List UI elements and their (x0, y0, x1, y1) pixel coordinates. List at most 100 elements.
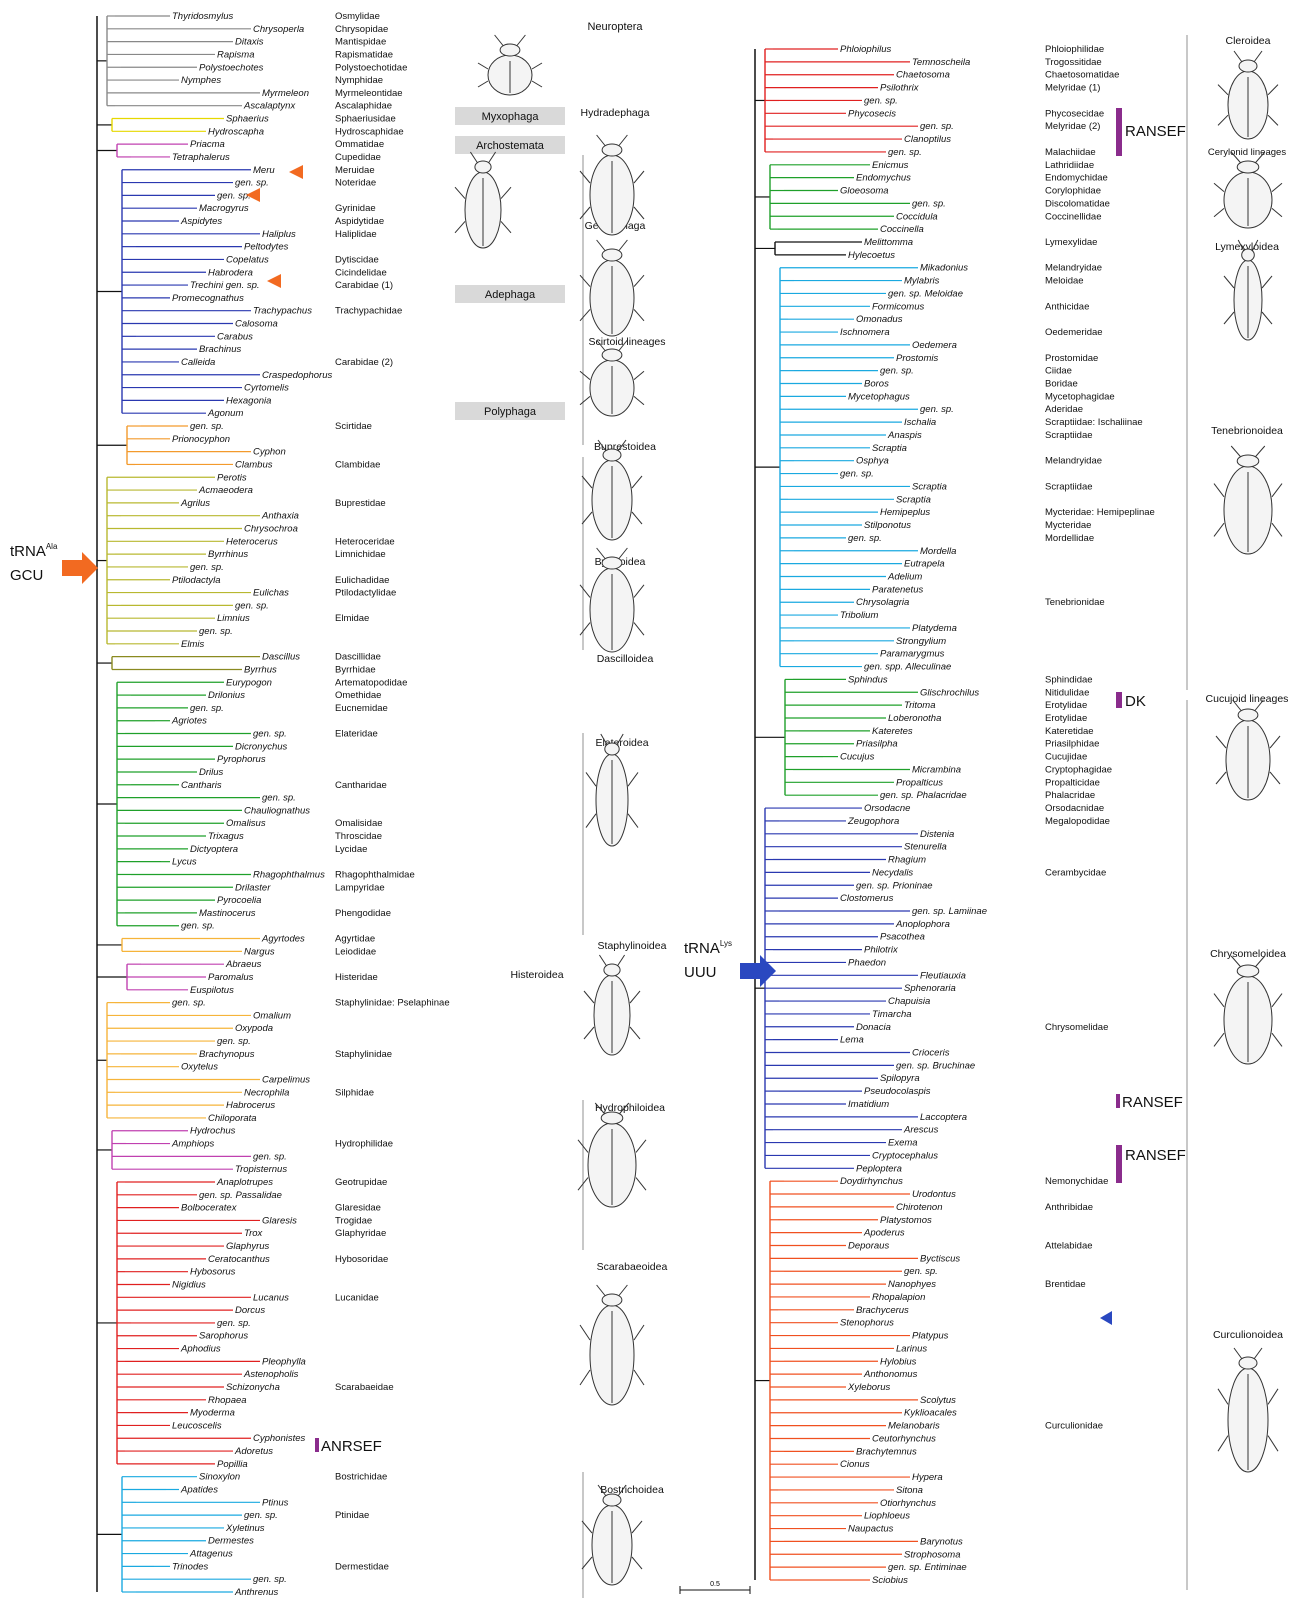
right-taxon: Urodontus (912, 1189, 956, 1200)
left-taxon: Omalium (253, 1010, 291, 1021)
right-family: Scraptiidae (1045, 481, 1093, 492)
left-taxon: gen. sp. Passalidae (199, 1190, 282, 1201)
left-taxon: Ceratocanthus (208, 1254, 270, 1265)
left-taxon: Chiloporata (208, 1113, 257, 1124)
right-taxon: Phloiophilus (840, 44, 891, 55)
left-taxon: gen. sp. (262, 793, 296, 804)
right-taxon: Larinus (896, 1343, 927, 1354)
right-family: Tenebrionidae (1045, 597, 1105, 608)
left-family: Histeridae (335, 972, 378, 983)
left-taxon: Bolboceratex (181, 1203, 238, 1214)
right-taxon: Peploptera (856, 1163, 902, 1174)
left-taxon: gen. sp. (190, 562, 224, 573)
left-taxon: Priacma (190, 139, 225, 150)
left-family: Staphylinidae: Pselaphinae (335, 998, 450, 1009)
right-taxon: Doydirhynchus (840, 1176, 903, 1187)
right-taxon: Platydema (912, 623, 957, 634)
right-family: Melandryidae (1045, 263, 1102, 274)
left-taxon: gen. sp. (244, 1510, 278, 1521)
left-taxon: Clambus (235, 459, 273, 470)
left-family: Glaphyridae (335, 1228, 386, 1239)
left-taxon: Anaplotrupes (216, 1177, 273, 1188)
left-family: Lucanidae (335, 1292, 379, 1303)
trna-ala-marker: tRNAAla GCU (10, 542, 98, 584)
left-family: Ptinidae (335, 1510, 369, 1521)
left-taxon: Tropisternus (235, 1164, 287, 1175)
right-taxon: Donacia (856, 1022, 891, 1033)
right-taxon: Crioceris (912, 1048, 950, 1059)
left-family: Bostrichidae (335, 1472, 387, 1483)
superfamily-scirtoid: Scirtoid lineages (588, 336, 665, 348)
right-taxon: Otiorhynchus (880, 1498, 936, 1509)
beetle-drawing (579, 1284, 645, 1406)
right-taxon: Nanophyes (888, 1279, 936, 1290)
beetle-drawing (579, 547, 645, 653)
beetle-drawing (477, 34, 543, 96)
left-taxon: Calleida (181, 357, 215, 368)
right-taxon: Necydalis (872, 867, 913, 878)
right-taxon: Cucujus (840, 752, 875, 763)
beetle-drawing (1217, 1347, 1279, 1473)
left-taxon: Habrocerus (226, 1100, 275, 1111)
left-taxon: Necrophila (244, 1087, 289, 1098)
right-taxon: Eutrapela (904, 559, 945, 570)
left-taxon: Agyrtodes (261, 934, 305, 945)
right-family: Meloidae (1045, 276, 1084, 287)
right-taxon: Temnoscheila (912, 57, 970, 68)
left-taxon: Nigidius (172, 1279, 206, 1290)
left-taxon: Ditaxis (235, 37, 264, 48)
beetle-drawing (581, 1484, 643, 1586)
left-superfamilies: Neuroptera Hydradephaga Geadephaga Scirt… (510, 21, 667, 1496)
right-taxon: Brachytemnus (856, 1446, 917, 1457)
left-family: Clambidae (335, 459, 380, 470)
left-taxon: Eurypogon (226, 677, 272, 688)
right-family: Propalticidae (1045, 777, 1100, 788)
right-taxon: gen. sp. Meloidae (888, 288, 963, 299)
beetle-drawing (1215, 699, 1281, 801)
beetle-drawing (577, 1102, 647, 1208)
left-taxon: Limnius (217, 613, 250, 624)
right-taxon: gen. sp. (920, 404, 954, 415)
right-taxon: Phycosecis (848, 108, 896, 119)
right-taxon: Ischalia (904, 417, 936, 428)
left-family: Omalisidae (335, 818, 383, 829)
right-family: Anthicidae (1045, 301, 1089, 312)
left-taxon: Prionocyphon (172, 434, 230, 445)
right-taxon: Formicomus (872, 301, 925, 312)
left-taxon: Brachynopus (199, 1049, 255, 1060)
left-taxon: Ascalaptynx (243, 101, 296, 112)
suborder-polyphaga: Polyphaga (484, 406, 537, 418)
right-family: Ciidae (1045, 366, 1072, 377)
left-taxon: Dermestes (208, 1536, 254, 1547)
left-taxon: Schizonycha (226, 1382, 280, 1393)
left-taxon: Pyrocoelia (217, 895, 261, 906)
left-taxon: Nargus (244, 946, 275, 957)
right-family: Brentidae (1045, 1279, 1086, 1290)
arrow-right-icon (740, 955, 776, 987)
left-family: Glaresidae (335, 1203, 381, 1214)
left-family: Nymphidae (335, 75, 383, 86)
right-taxon: Orsodacne (864, 803, 910, 814)
right-taxon: Arescus (903, 1125, 939, 1136)
left-taxon: Chrysoperla (253, 24, 304, 35)
left-family: Myrmeleontidae (335, 88, 403, 99)
right-taxon: Ischnomera (840, 327, 890, 338)
left-family: Trogidae (335, 1215, 372, 1226)
left-family: Haliplidae (335, 229, 377, 240)
right-family: Prostomidae (1045, 353, 1098, 364)
trna-ala-code: GCU (10, 567, 43, 584)
right-taxon: Anaspis (887, 430, 922, 441)
left-family: Polystoechotidae (335, 62, 407, 73)
right-taxon: Lema (840, 1035, 864, 1046)
right-taxon: Phaedon (848, 957, 886, 968)
superfamily-separators (582, 35, 1188, 1598)
scale-bar: 0.5 (679, 1581, 751, 1594)
right-taxon: gen. sp. Lamiinae (912, 906, 987, 917)
right-tree-branches (754, 48, 918, 1581)
right-taxon: Laccoptera (920, 1112, 967, 1123)
right-family: Chrysomelidae (1045, 1022, 1108, 1033)
left-family: Sphaeriusidae (335, 114, 396, 125)
left-family: Leiodidae (335, 946, 376, 957)
left-taxon: Thyridosmylus (172, 11, 233, 22)
left-taxon: gen. sp. (235, 178, 269, 189)
